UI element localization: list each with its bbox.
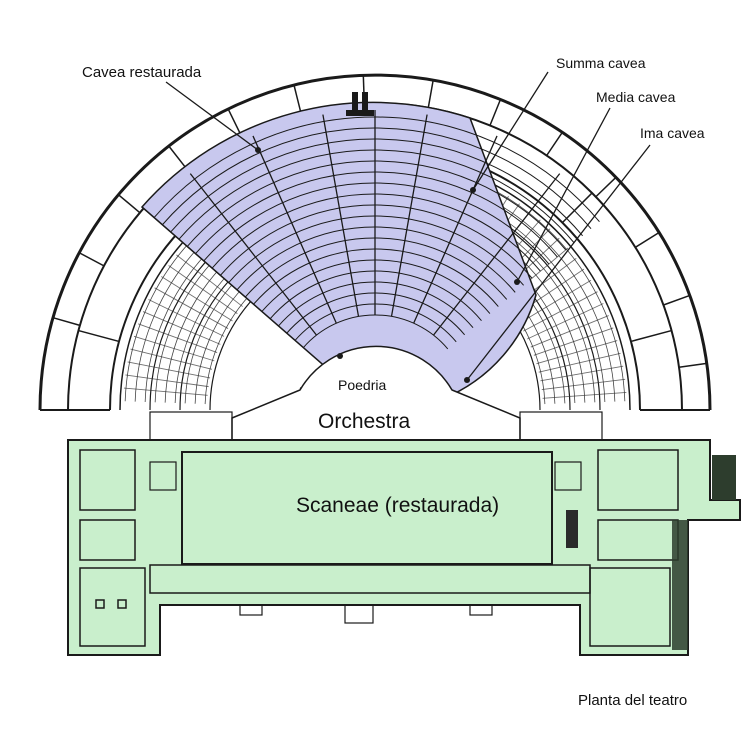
hatch-line [536, 340, 618, 365]
label-orchestra: Orchestra [318, 410, 411, 433]
corridor-wall [489, 99, 502, 126]
restored-seat-row [211, 193, 541, 272]
corridor-wall [595, 176, 617, 198]
hatch-line [123, 387, 208, 396]
label-media-cavea: Media cavea [596, 89, 676, 105]
restored-seat-row [253, 248, 499, 307]
hatch-line [538, 352, 621, 373]
restored-seat-row [170, 138, 583, 237]
restored-seat-row [219, 204, 533, 279]
restored-stair [189, 173, 318, 336]
label-planta: Planta del teatro [578, 692, 687, 709]
corridor-wall [630, 329, 672, 343]
hatch-line [133, 335, 215, 362]
orchestra-area [149, 345, 603, 441]
top-entrance [346, 92, 374, 116]
hatch-line [541, 378, 626, 390]
hatch-line [518, 279, 592, 324]
hatch-line [148, 299, 225, 337]
leader-lines [165, 71, 651, 383]
restored-seat-row [286, 292, 466, 336]
restored-stair [252, 135, 337, 324]
label-ima-cavea: Ima cavea [640, 125, 705, 141]
corridor-wall [52, 316, 81, 327]
restored-seat-row [153, 116, 600, 222]
restored-seat-row [236, 226, 516, 293]
corridor-wall [427, 79, 434, 108]
hatch-line [168, 265, 238, 315]
hatch-line [142, 311, 221, 345]
restored-stair [390, 114, 428, 317]
corridor-wall [634, 231, 660, 248]
hatch-line [127, 361, 211, 379]
corridor-wall [293, 84, 302, 113]
restored-seat-row [244, 237, 508, 300]
cavea-restaurada-area [140, 101, 600, 412]
corridor-wall [168, 145, 187, 169]
restored-seat-row [261, 259, 491, 314]
hatch-line [527, 303, 604, 340]
restored-stair [322, 114, 360, 317]
hatch-line [176, 254, 243, 307]
label-summa-cavea: Summa cavea [556, 55, 646, 71]
corridor-wall [546, 131, 563, 156]
hatch-line [540, 365, 624, 382]
restored-seat-row [203, 182, 550, 265]
restored-seat-row [178, 149, 575, 244]
corridor-wall [663, 294, 691, 306]
restored-seat-row [186, 160, 567, 251]
scaena-building [67, 439, 741, 656]
restored-seat-row [161, 127, 592, 230]
hatch-line [533, 327, 614, 356]
hatch-line [542, 391, 627, 399]
corridor-wall [78, 252, 105, 267]
hatch-line [161, 276, 233, 322]
corridor-wall [78, 329, 120, 343]
label-scaneae: Scaneae (restaurada) [296, 494, 499, 517]
label-poedria: Poedria [338, 377, 386, 393]
hatch-line [130, 348, 213, 370]
hatch-line [138, 323, 218, 353]
hatch-line [530, 315, 609, 348]
restored-seat-row [228, 215, 524, 286]
restored-seat-row [195, 171, 558, 258]
corridor-wall [227, 108, 242, 135]
hatch-line [125, 374, 209, 388]
hatch-line [523, 291, 598, 332]
corridor-wall [678, 362, 707, 369]
label-cavea-restaurada: Cavea restaurada [82, 64, 202, 81]
restored-stair [413, 135, 498, 324]
restored-seat-row [269, 270, 482, 321]
hatch-line [154, 287, 229, 329]
restored-seat-row [294, 303, 457, 343]
restored-stair [432, 173, 561, 336]
restored-seat-row [302, 314, 449, 350]
corridor-wall [117, 194, 141, 214]
corridor-wall [561, 192, 593, 224]
restored-seat-row [278, 281, 474, 329]
